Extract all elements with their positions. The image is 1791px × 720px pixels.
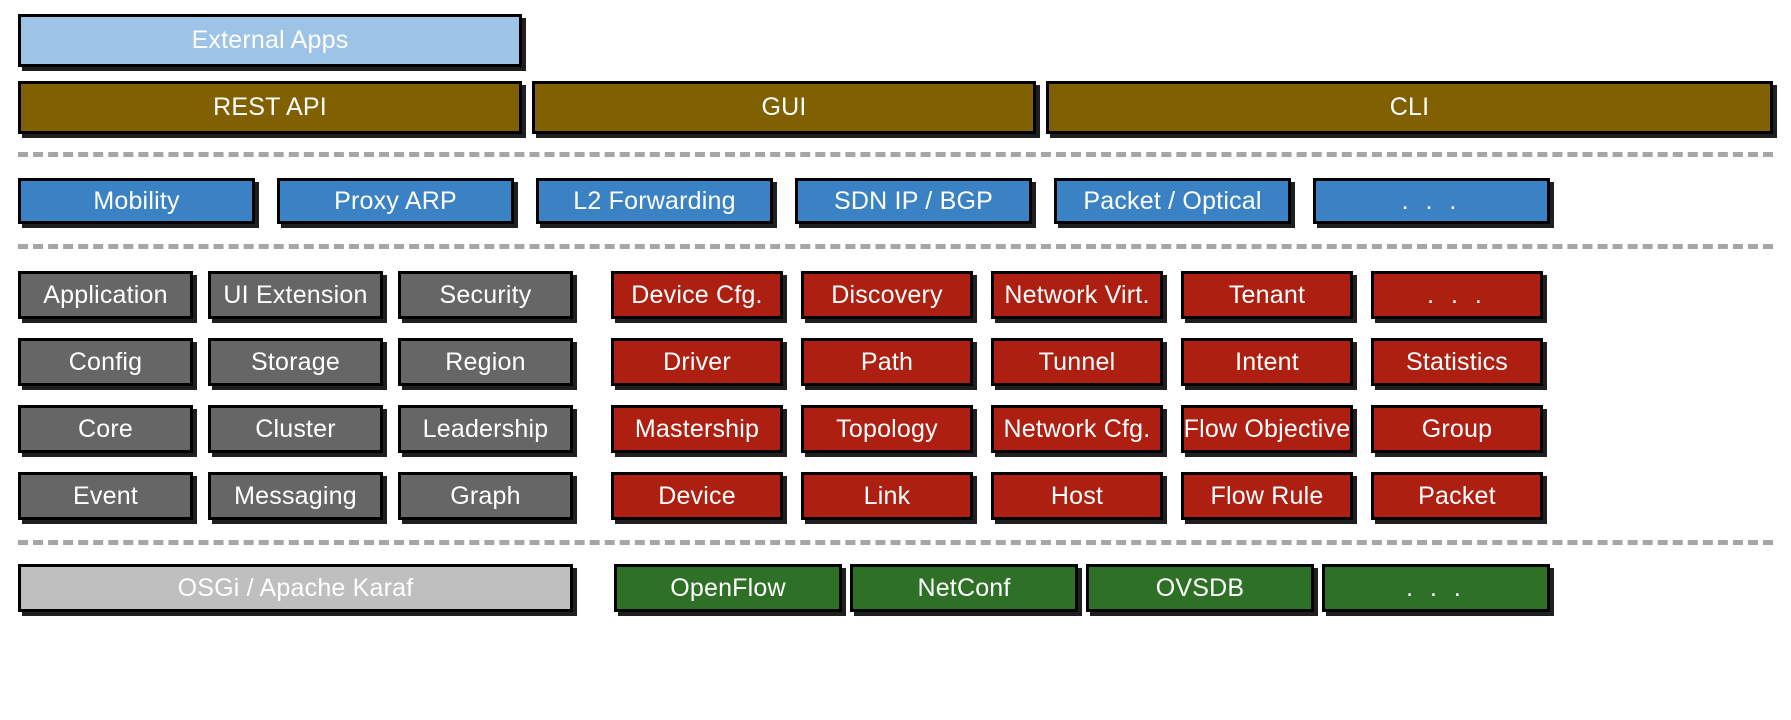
- box-tenant[interactable]: Tenant: [1181, 271, 1353, 319]
- box-label: Topology: [836, 414, 938, 443]
- box-label: SDN IP / BGP: [834, 186, 993, 215]
- box-graph[interactable]: Graph: [398, 472, 573, 520]
- box-event[interactable]: Event: [18, 472, 193, 520]
- box-group[interactable]: Group: [1371, 405, 1543, 453]
- box-label: NetConf: [917, 573, 1011, 602]
- box-netconf[interactable]: NetConf: [850, 564, 1078, 612]
- divider-applications-core: [18, 244, 1773, 249]
- box-path[interactable]: Path: [801, 338, 973, 386]
- box-leadership[interactable]: Leadership: [398, 405, 573, 453]
- box-proxy-arp[interactable]: Proxy ARP: [277, 178, 514, 224]
- box-label: Device Cfg.: [631, 280, 763, 309]
- box-label: Driver: [663, 347, 731, 376]
- box-label: Leadership: [422, 414, 549, 443]
- box-protocols-more[interactable]: . . .: [1322, 564, 1550, 612]
- box-ovsdb[interactable]: OVSDB: [1086, 564, 1314, 612]
- box-applications-more[interactable]: . . .: [1313, 178, 1550, 224]
- box-label: Security: [439, 280, 532, 309]
- box-discovery[interactable]: Discovery: [801, 271, 973, 319]
- box-label: Application: [43, 280, 168, 309]
- box-network-cfg[interactable]: Network Cfg.: [991, 405, 1163, 453]
- box-network-virt[interactable]: Network Virt.: [991, 271, 1163, 319]
- box-device[interactable]: Device: [611, 472, 783, 520]
- box-external-apps[interactable]: External Apps: [18, 14, 522, 67]
- box-label: OSGi / Apache Karaf: [177, 573, 414, 602]
- box-host[interactable]: Host: [991, 472, 1163, 520]
- box-application[interactable]: Application: [18, 271, 193, 319]
- box-label: OpenFlow: [670, 573, 786, 602]
- box-packet-optical[interactable]: Packet / Optical: [1054, 178, 1291, 224]
- box-label: Event: [73, 481, 138, 510]
- box-flow-rule[interactable]: Flow Rule: [1181, 472, 1353, 520]
- box-label: CLI: [1389, 93, 1430, 121]
- box-label: Packet: [1418, 481, 1496, 510]
- box-label: Path: [860, 347, 914, 376]
- box-region[interactable]: Region: [398, 338, 573, 386]
- divider-core-platform: [18, 540, 1773, 545]
- box-core[interactable]: Core: [18, 405, 193, 453]
- box-security[interactable]: Security: [398, 271, 573, 319]
- box-label: Mastership: [634, 414, 760, 443]
- box-label: Device: [658, 481, 736, 510]
- box-cli[interactable]: CLI: [1046, 81, 1773, 134]
- box-osgi-karaf[interactable]: OSGi / Apache Karaf: [18, 564, 573, 612]
- box-l2-forwarding[interactable]: L2 Forwarding: [536, 178, 773, 224]
- box-label: GUI: [761, 93, 807, 121]
- box-label: Host: [1050, 481, 1104, 510]
- box-label: Intent: [1235, 347, 1299, 376]
- box-label: Tenant: [1228, 280, 1306, 309]
- box-statistics[interactable]: Statistics: [1371, 338, 1543, 386]
- box-label: Tunnel: [1038, 347, 1116, 376]
- box-messaging[interactable]: Messaging: [208, 472, 383, 520]
- box-flow-objective[interactable]: Flow Objective: [1181, 405, 1353, 453]
- box-label: L2 Forwarding: [573, 186, 736, 215]
- box-ui-extension[interactable]: UI Extension: [208, 271, 383, 319]
- box-sdn-ip-bgp[interactable]: SDN IP / BGP: [795, 178, 1032, 224]
- box-rest-api[interactable]: REST API: [18, 81, 522, 134]
- box-storage[interactable]: Storage: [208, 338, 383, 386]
- box-tunnel[interactable]: Tunnel: [991, 338, 1163, 386]
- box-label: REST API: [213, 93, 327, 121]
- box-subsystems-more[interactable]: . . .: [1371, 271, 1543, 319]
- box-openflow[interactable]: OpenFlow: [614, 564, 842, 612]
- box-label: . . .: [1406, 573, 1466, 602]
- box-label: Discovery: [831, 280, 943, 309]
- box-gui[interactable]: GUI: [532, 81, 1036, 134]
- box-label: Graph: [450, 481, 521, 510]
- box-label: Storage: [251, 347, 340, 376]
- box-label: Flow Rule: [1210, 481, 1324, 510]
- box-label: Link: [863, 481, 911, 510]
- box-device-cfg[interactable]: Device Cfg.: [611, 271, 783, 319]
- box-label: Proxy ARP: [334, 186, 457, 215]
- box-label: Network Virt.: [1004, 280, 1150, 309]
- box-label: Messaging: [234, 481, 357, 510]
- box-link[interactable]: Link: [801, 472, 973, 520]
- box-packet[interactable]: Packet: [1371, 472, 1543, 520]
- box-config[interactable]: Config: [18, 338, 193, 386]
- box-label: . . .: [1427, 280, 1487, 309]
- box-topology[interactable]: Topology: [801, 405, 973, 453]
- box-mastership[interactable]: Mastership: [611, 405, 783, 453]
- box-label: Cluster: [255, 414, 336, 443]
- box-label: Group: [1421, 414, 1493, 443]
- box-driver[interactable]: Driver: [611, 338, 783, 386]
- box-label: Flow Objective: [1183, 414, 1351, 443]
- box-label: UI Extension: [223, 280, 368, 309]
- divider-access-applications: [18, 152, 1773, 157]
- box-label: Packet / Optical: [1083, 186, 1262, 215]
- box-label: Region: [445, 347, 526, 376]
- box-label: Mobility: [93, 186, 180, 215]
- box-label: Statistics: [1405, 347, 1509, 376]
- box-label: External Apps: [191, 26, 349, 54]
- box-label: Network Cfg.: [1003, 414, 1151, 443]
- box-mobility[interactable]: Mobility: [18, 178, 255, 224]
- box-label: Core: [78, 414, 133, 443]
- box-label: . . .: [1401, 186, 1462, 215]
- box-label: Config: [68, 347, 143, 376]
- box-intent[interactable]: Intent: [1181, 338, 1353, 386]
- box-label: OVSDB: [1155, 573, 1245, 602]
- box-cluster[interactable]: Cluster: [208, 405, 383, 453]
